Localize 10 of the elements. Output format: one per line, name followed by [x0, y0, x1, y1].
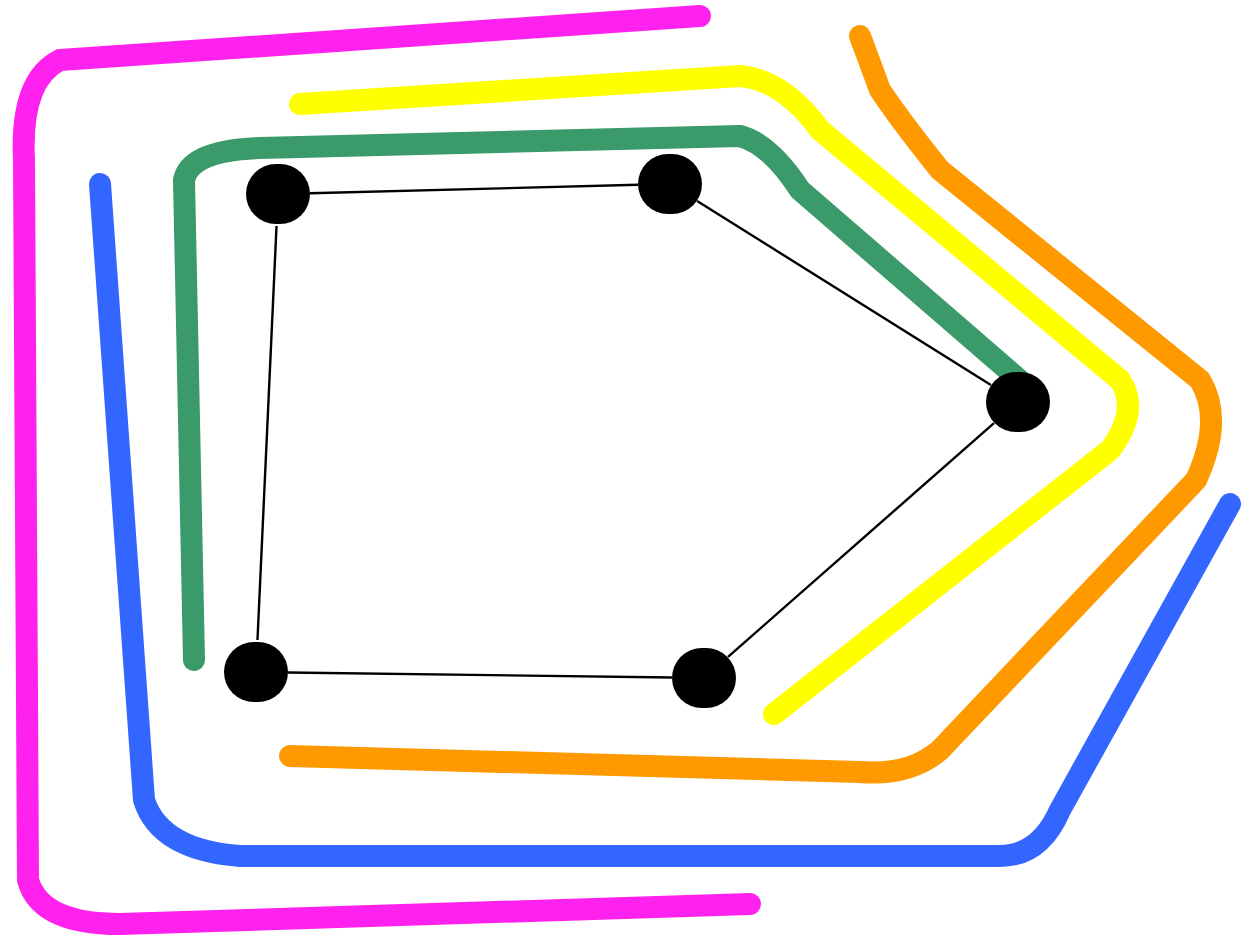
graph-vertex [224, 642, 288, 702]
graph-vertex [672, 648, 736, 708]
graph-edge [727, 422, 995, 658]
graph-vertex [986, 372, 1050, 432]
graph-edge [288, 671, 672, 679]
graph-vertex [246, 164, 310, 224]
graph-edge [309, 183, 639, 195]
graph-vertex [638, 154, 702, 214]
graph-edge [696, 199, 992, 387]
graph-edge [256, 225, 278, 641]
